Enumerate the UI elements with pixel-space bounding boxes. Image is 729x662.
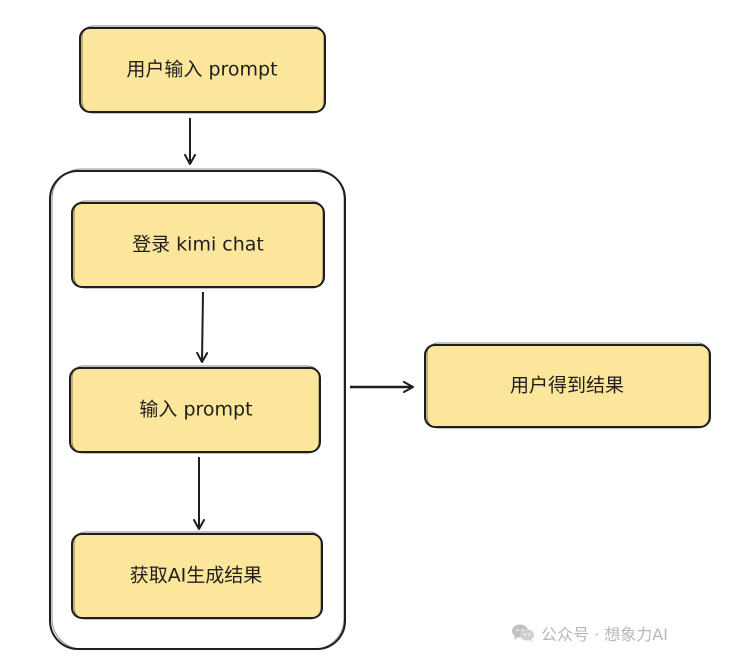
- watermark-text: 公众号 · 想象力AI: [541, 625, 668, 644]
- node-user-result-label: 用户得到结果: [510, 375, 624, 397]
- node-user-input-label: 用户输入 prompt: [126, 59, 277, 81]
- arrow-login-to-input: [196, 291, 209, 363]
- process-container: [49, 168, 346, 650]
- node-get-result-label: 获取AI生成结果: [130, 565, 263, 587]
- node-login-label: 登录 kimi chat: [132, 234, 264, 256]
- node-user-result: 用户得到结果: [424, 342, 711, 429]
- wechat-icon: [511, 623, 535, 643]
- watermark: 公众号 · 想象力AI: [511, 622, 668, 644]
- node-get-result: 获取AI生成结果: [71, 531, 323, 620]
- node-login: 登录 kimi chat: [71, 200, 325, 289]
- node-user-input: 用户输入 prompt: [79, 25, 326, 114]
- node-input-label: 输入 prompt: [139, 399, 252, 421]
- node-input: 输入 prompt: [69, 365, 321, 454]
